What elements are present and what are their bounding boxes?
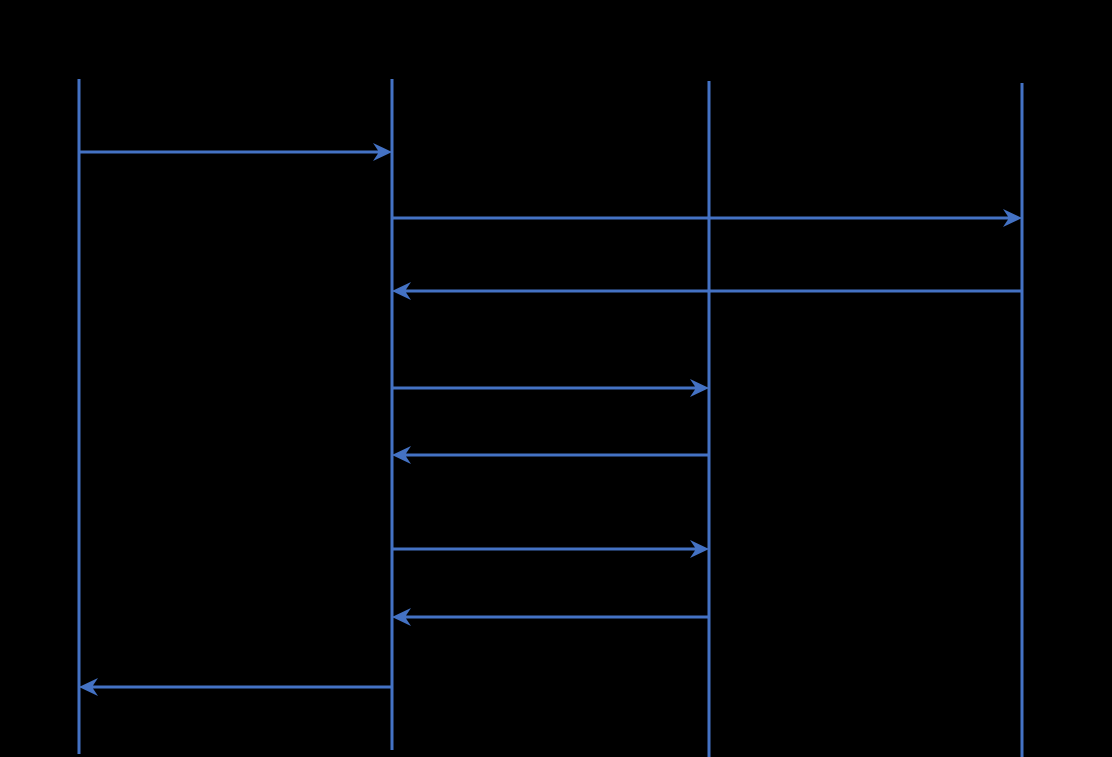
message-arrowhead (392, 282, 411, 300)
message-arrow-6 (392, 540, 709, 558)
message-arrowhead (690, 379, 709, 397)
message-arrowhead (392, 608, 411, 626)
lifelines-group (77, 79, 1024, 757)
message-arrowhead (1003, 209, 1022, 227)
message-arrow-8 (79, 678, 392, 696)
message-arrow-1 (79, 143, 392, 161)
message-arrow-4 (392, 379, 709, 397)
messages-group (79, 143, 1022, 696)
message-arrowhead (392, 446, 411, 464)
message-arrowhead (79, 678, 98, 696)
message-arrowhead (373, 143, 392, 161)
message-arrow-3 (392, 282, 1022, 300)
message-arrow-5 (392, 446, 709, 464)
message-arrow-7 (392, 608, 709, 626)
message-arrowhead (690, 540, 709, 558)
message-arrow-2 (392, 209, 1022, 227)
